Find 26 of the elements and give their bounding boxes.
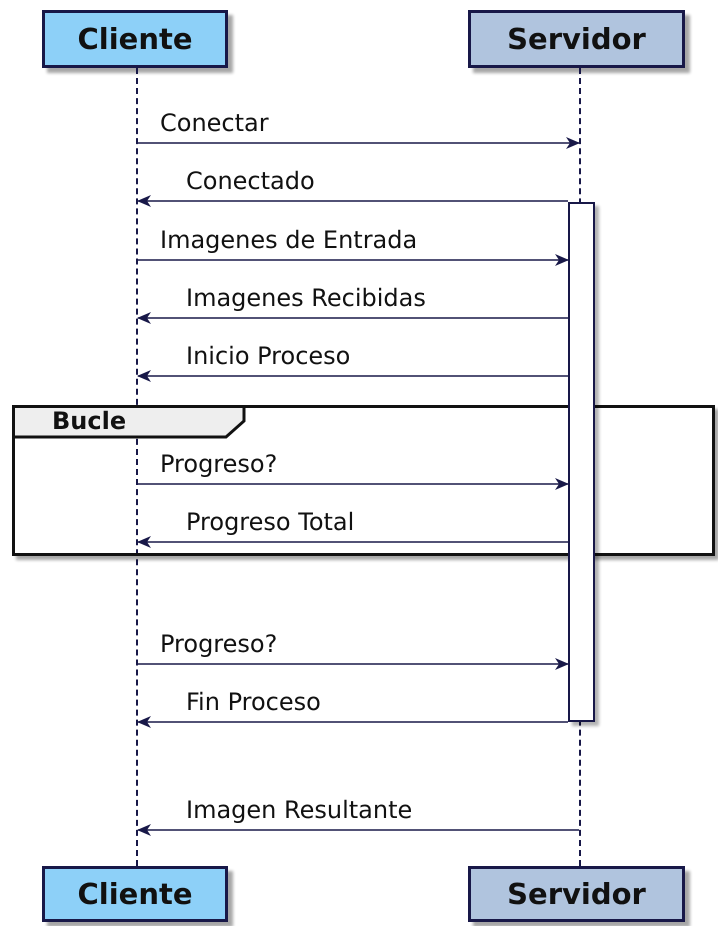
message-arrow — [137, 824, 579, 836]
message-arrow — [138, 254, 569, 266]
edge-label: Progreso? — [160, 630, 278, 658]
participant-box: Servidor — [468, 10, 685, 68]
participant-box: Cliente — [42, 866, 228, 922]
edge-label: Inicio Proceso — [186, 342, 350, 370]
message-arrow — [137, 716, 568, 728]
edge-label: Progreso Total — [186, 508, 354, 536]
activation-bar — [568, 202, 595, 722]
edge-label: Imagenes de Entrada — [160, 226, 418, 254]
frame-label: Bucle — [51, 406, 126, 435]
edge-label: Conectado — [186, 167, 315, 195]
edge-label: Imagen Resultante — [186, 796, 412, 824]
edge-label: Fin Proceso — [186, 688, 321, 716]
message-arrow — [138, 658, 569, 670]
edge-label: Progreso? — [160, 450, 278, 478]
edge-label: Conectar — [160, 109, 269, 137]
edge-label: Imagenes Recibidas — [186, 284, 426, 312]
message-arrow — [137, 195, 568, 207]
participant-box: Servidor — [468, 866, 685, 922]
message-arrow — [138, 478, 569, 490]
message-arrow — [137, 370, 568, 382]
message-arrow — [137, 312, 568, 324]
participant-box: Cliente — [42, 10, 228, 68]
message-arrow — [137, 536, 568, 548]
message-arrow — [138, 137, 580, 149]
